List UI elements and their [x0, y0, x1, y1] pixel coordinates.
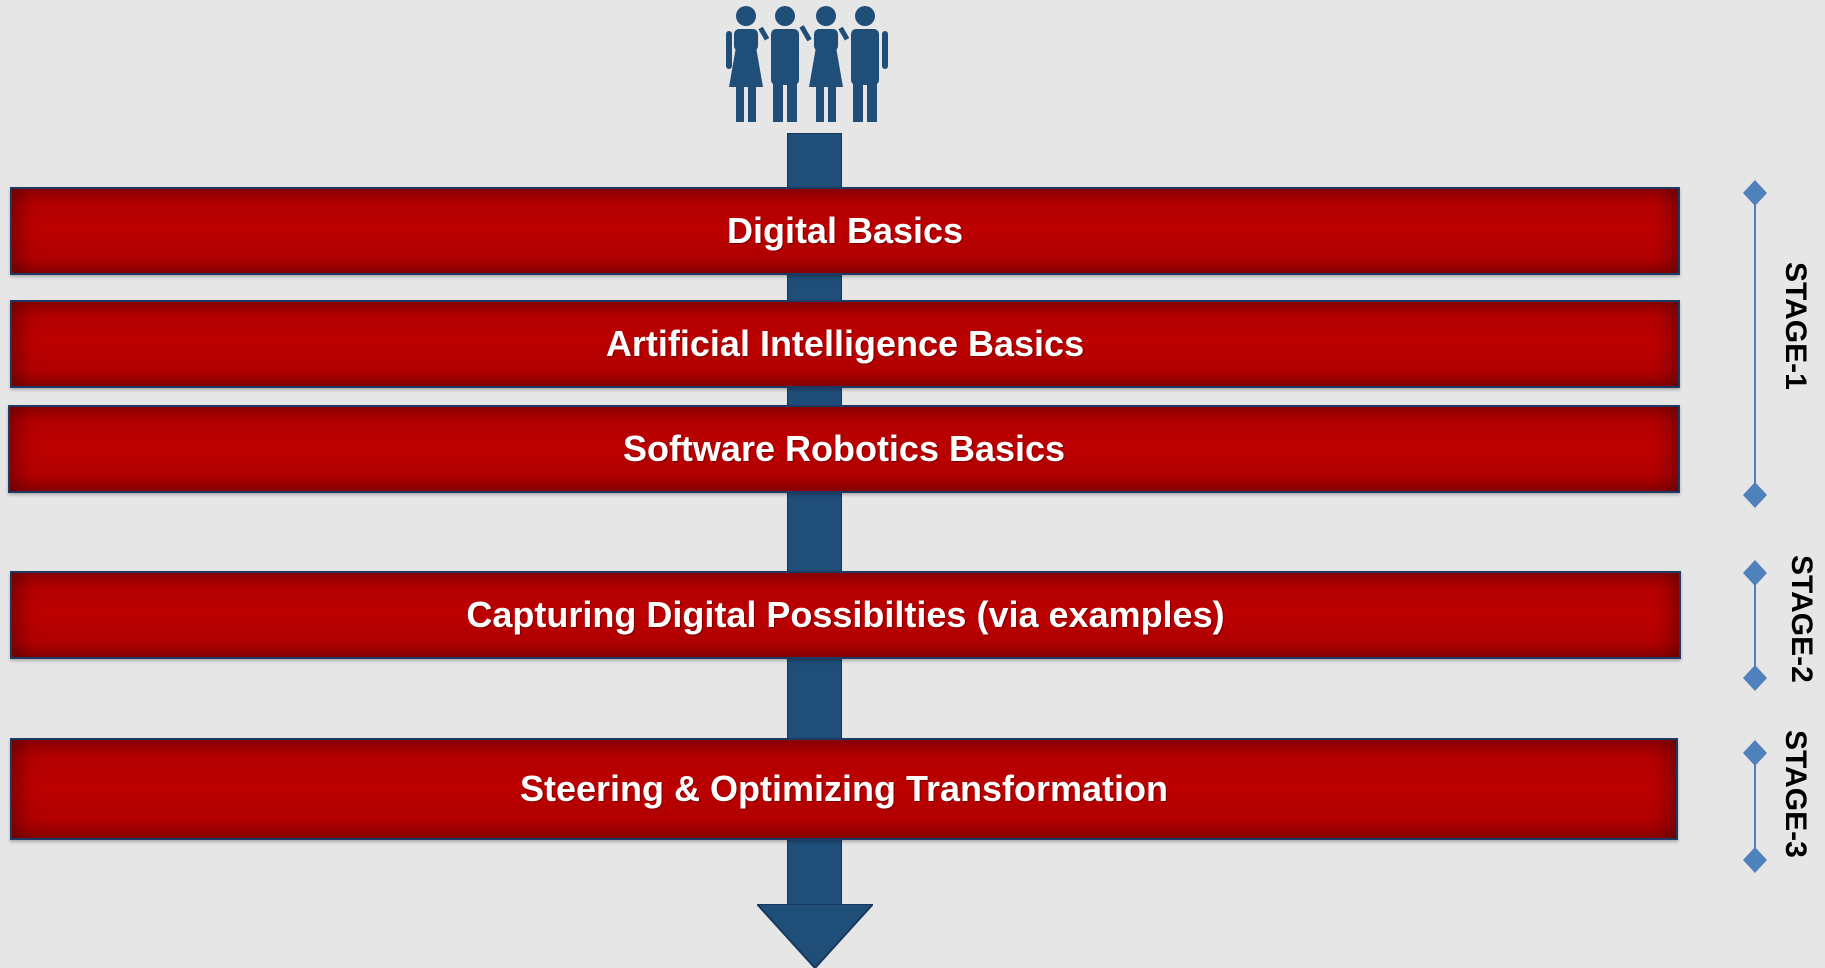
- stage-1-start-diamond-icon: [1743, 180, 1767, 206]
- layer-label: Steering & Optimizing Transformation: [519, 768, 1169, 809]
- layer-digital-basics: Digital Basics: [10, 187, 1680, 275]
- layer-software-robotics-basics: Software Robotics Basics: [8, 405, 1680, 493]
- layer-label: Digital Basics: [726, 210, 964, 251]
- layer-steering-optimizing: Steering & Optimizing Transformation: [10, 738, 1678, 840]
- layer-label: Artificial Intelligence Basics: [605, 323, 1085, 364]
- stage-3-start-diamond-icon: [1743, 740, 1767, 766]
- stage-2-label: STAGE-2: [1785, 555, 1818, 683]
- layer-label: Capturing Digital Possibilties (via exam…: [466, 594, 1225, 635]
- layer-label: Software Robotics Basics: [622, 428, 1066, 469]
- layer-capturing-digital-possibilities: Capturing Digital Possibilties (via exam…: [10, 571, 1681, 659]
- stage-3-end-diamond-icon: [1743, 847, 1767, 873]
- stage-2-end-diamond-icon: [1743, 665, 1767, 691]
- people-group-icon: [726, 6, 888, 122]
- stage-3-label: STAGE-3: [1779, 730, 1812, 858]
- stage-1-end-diamond-icon: [1743, 482, 1767, 508]
- stage-brackets: [1743, 180, 1767, 873]
- layer-ai-basics: Artificial Intelligence Basics: [10, 300, 1680, 388]
- stage-1-label: STAGE-1: [1779, 262, 1812, 390]
- arrow-down-icon: [757, 904, 873, 968]
- stage-2-start-diamond-icon: [1743, 560, 1767, 586]
